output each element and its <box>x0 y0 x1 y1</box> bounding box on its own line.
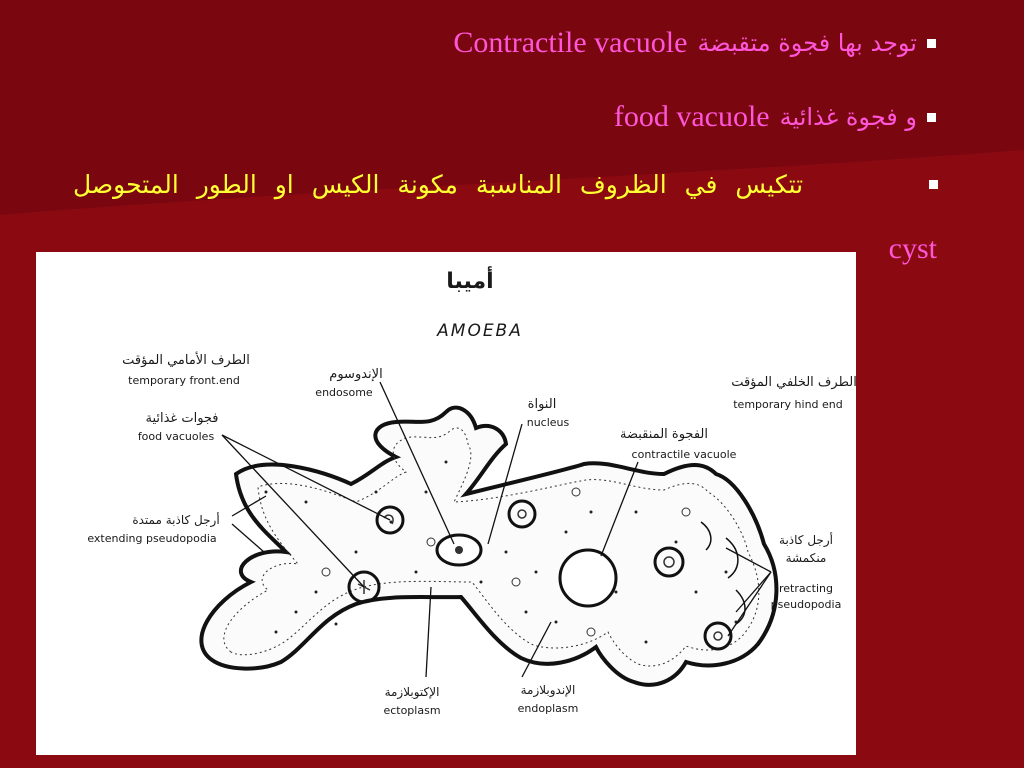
food-vacuole-3 <box>507 499 537 529</box>
bullet1-arabic: توجد بها فجوة متقبضة <box>697 29 917 57</box>
food-vacuole-1 <box>375 505 405 535</box>
contractile-vacuole-shape <box>558 548 618 608</box>
diagram-title-english: AMOEBA <box>436 321 523 341</box>
bullet2-arabic: و فجوة غذائية <box>779 103 917 131</box>
bullet3-arabic: تتكيس في الظروف المناسبة مكونة الكيس او … <box>73 170 804 199</box>
amoeba-drawing: أميبا AMOEBA <box>87 265 856 717</box>
bullet2-english: food vacuole <box>613 100 770 133</box>
square-bullet-icon <box>929 180 938 189</box>
label-extending-english: extending pseudopodia <box>87 532 216 545</box>
label-retracting-arabic-2: منكمشة <box>786 551 827 565</box>
bullet1-english: Contractile vacuole <box>453 26 688 59</box>
food-vacuole-5 <box>703 621 733 651</box>
endosome-shape <box>455 546 463 554</box>
label-food-vacuoles-english: food vacuoles <box>138 430 215 443</box>
label-front-end-english: temporary front.end <box>128 374 240 387</box>
square-bullet-icon <box>927 112 936 122</box>
amoeba-diagram: أميبا AMOEBA <box>36 252 856 755</box>
label-endosome-arabic: الإندوسوم <box>329 367 382 382</box>
label-ectoplasm-english: ectoplasm <box>383 704 440 717</box>
label-hind-end-arabic: الطرف الخلفي المؤقت <box>731 375 856 390</box>
label-front-end-arabic: الطرف الأمامي المؤقت <box>122 351 250 368</box>
cytoplasm-granules <box>264 460 738 644</box>
label-contractile-arabic: الفجوة المنقبضة <box>620 427 708 442</box>
bullet-contractile-vacuole: توجد بها فجوة متقبضة Contractile vacuole <box>453 26 936 60</box>
label-ectoplasm-arabic: الإكتوبلازمة <box>385 685 440 700</box>
label-extending-arabic: أرجل كاذبة ممتدة <box>132 512 219 528</box>
leader-lines <box>221 381 772 678</box>
label-endoplasm-english: endoplasm <box>518 702 579 715</box>
ectoplasm-inner-outline <box>223 427 760 667</box>
bullet-cyst: تتكيس في الظروف المناسبة مكونة الكيس او … <box>73 170 938 199</box>
food-vacuole-4 <box>653 546 685 578</box>
square-bullet-icon <box>927 38 936 48</box>
label-endosome-english: endosome <box>315 386 373 399</box>
label-contractile-english: contractile vacuole <box>632 448 737 461</box>
label-retracting-english-2: pseudopodia <box>771 598 842 611</box>
label-endoplasm-arabic: الإندوبلازمة <box>521 683 576 698</box>
food-vacuoles <box>347 499 733 651</box>
retracting-folds <box>700 521 746 625</box>
bullet-food-vacuole: و فجوة غذائية food vacuole <box>614 100 936 134</box>
cytoplasm-small-vesicles <box>321 487 691 637</box>
label-hind-end-english: temporary hind end <box>733 398 843 411</box>
label-retracting-english-1: retracting <box>779 582 833 595</box>
diagram-title-arabic: أميبا <box>446 265 493 294</box>
bullet3-english: cyst <box>888 232 937 265</box>
food-vacuole-2 <box>347 570 381 604</box>
label-nucleus-english: nucleus <box>527 416 570 429</box>
label-food-vacuoles-arabic: فجوات غذائية <box>145 411 218 426</box>
label-nucleus-arabic: النواة <box>528 397 557 412</box>
label-retracting-arabic-1: أرجل كاذبة <box>779 532 833 548</box>
